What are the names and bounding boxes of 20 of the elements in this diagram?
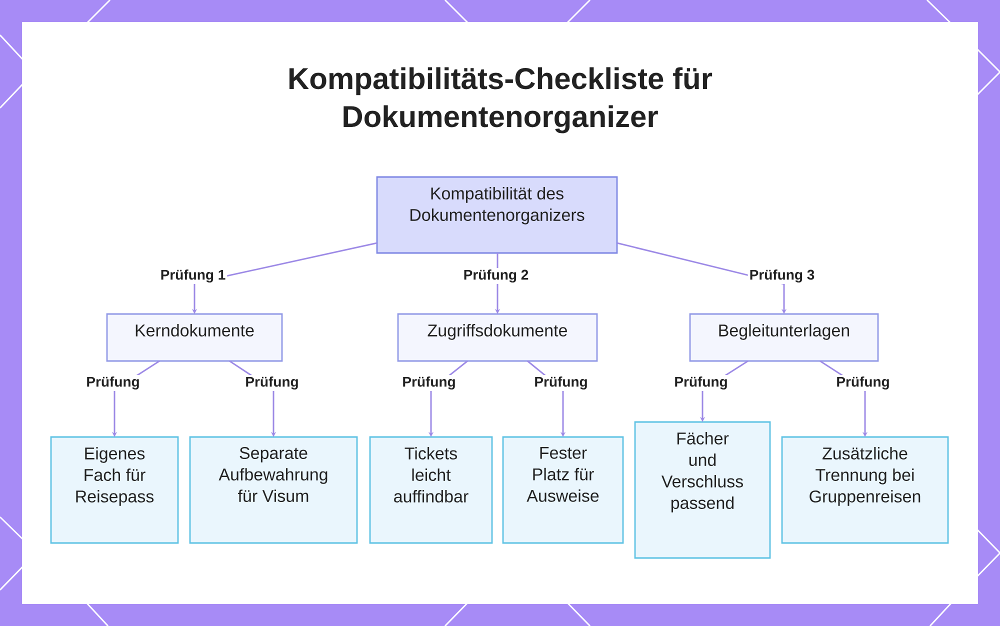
edge-label: Prüfung: [84, 374, 142, 392]
title: Kompatibilitäts-Checkliste für Dokumentenorganizer: [289, 67, 712, 134]
criterion-box: Eigenes Fach für Reisepass: [50, 436, 179, 544]
category-box: Kerndokumente: [106, 313, 283, 362]
criterion-box: Zusätzliche Trennung bei Gruppenreisen: [781, 436, 949, 544]
edge-label: Prüfung: [400, 374, 458, 392]
edge-label: Prüfung: [834, 374, 892, 392]
edge-label: Prüfung 2: [462, 268, 530, 284]
category-box: Begleitunterlagen: [689, 313, 879, 362]
root-box: Kompatibilität des Dokumentenorganizers: [376, 176, 618, 254]
edge-label: Prüfung: [244, 374, 300, 392]
edge-label: Prüfung 3: [748, 268, 816, 284]
criterion-box: Fächer und Verschluss passend: [634, 421, 771, 559]
category-box: Zugriffsdokumente: [397, 313, 598, 362]
edge-label: Prüfung: [532, 374, 590, 392]
criterion-box: Separate Aufbewahrung für Visum: [189, 436, 358, 544]
edge-label: Prüfung 1: [158, 268, 228, 284]
edge-label: Prüfung: [672, 374, 730, 392]
criterion-box: Fester Platz für Ausweise: [502, 436, 624, 544]
criterion-box: Tickets leicht auffindbar: [369, 436, 493, 544]
